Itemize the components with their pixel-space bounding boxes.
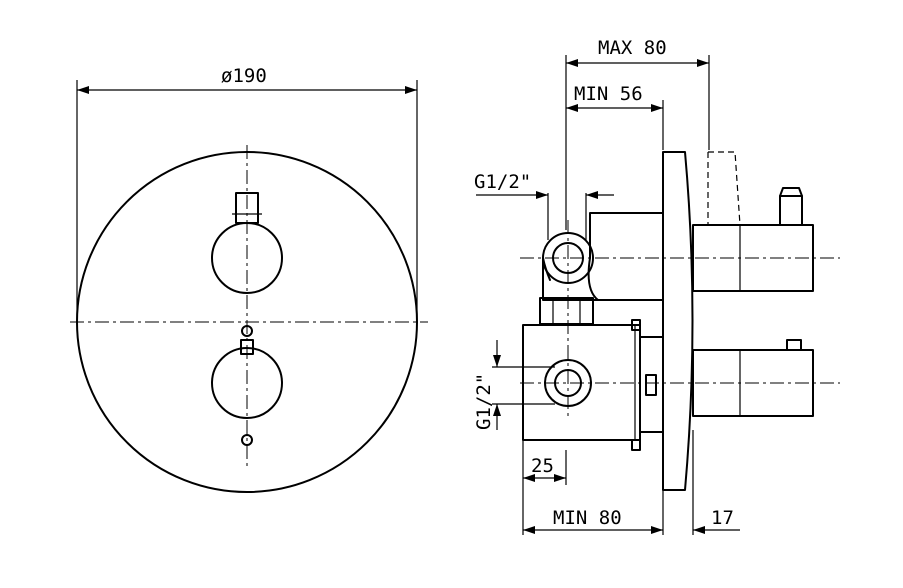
side-view: MAX 80 MIN 56 G1/2" G1/2"	[473, 37, 840, 535]
max80-label: MAX 80	[598, 37, 667, 59]
thread-side-dimension	[492, 340, 555, 430]
plate17-label: 17	[711, 507, 734, 529]
max80-dimension	[565, 55, 710, 230]
offset25-label: 25	[531, 455, 554, 477]
upper-inlet-body	[539, 212, 664, 325]
indicator-dot-top	[241, 325, 253, 337]
wall-plate	[662, 151, 694, 491]
min56-dimension	[566, 100, 664, 150]
diameter-label: ø190	[221, 65, 267, 87]
offset25-dimension	[522, 440, 567, 535]
min80-label: MIN 80	[553, 507, 622, 529]
upper-handle-side	[692, 151, 814, 292]
indicator-dot-bottom	[241, 434, 253, 446]
thread-top-label: G1/2"	[474, 171, 531, 193]
min80-dimension	[523, 490, 664, 535]
lower-handle-side	[692, 339, 814, 417]
thread-top-dimension	[476, 191, 614, 240]
upper-handle-knob	[211, 192, 283, 294]
plate17-dimension	[692, 430, 740, 535]
lower-valve-body	[522, 319, 664, 451]
front-view: ø190	[70, 65, 428, 493]
min56-label: MIN 56	[574, 83, 643, 105]
lower-handle-knob	[211, 325, 283, 446]
diameter-dimension	[76, 80, 418, 322]
thread-side-label: G1/2"	[473, 373, 495, 430]
hex-nut	[539, 297, 594, 325]
